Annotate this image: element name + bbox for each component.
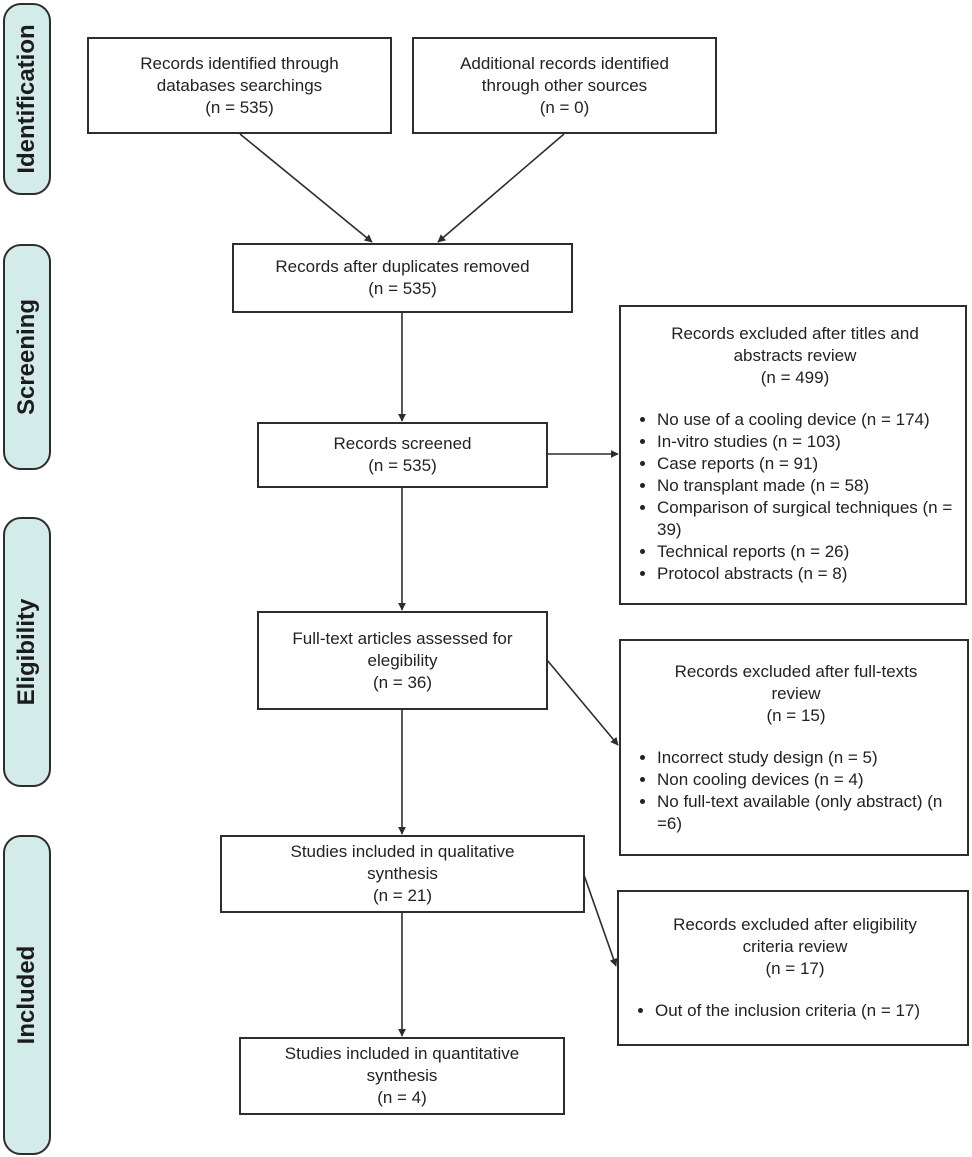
box-records-screened: Records screened (n = 535)	[257, 422, 548, 488]
list-item: No transplant made (n = 58)	[657, 475, 955, 497]
box-database-records: Records identified through databases sea…	[87, 37, 392, 134]
box-excluded-eligibility-criteria: Records excluded after eligibility crite…	[617, 890, 969, 1046]
list-item: No full-text available (only abstract) (…	[657, 791, 957, 835]
stage-screening: Screening	[3, 244, 51, 470]
list-item: In-vitro studies (n = 103)	[657, 431, 955, 453]
list-item: Comparison of surgical techniques (n = 3…	[657, 497, 955, 541]
stage-identification: Identification	[3, 3, 51, 195]
excluded-full-texts-list: Incorrect study design (n = 5) Non cooli…	[635, 747, 957, 835]
box-excluded-full-texts: Records excluded after full-texts review…	[619, 639, 969, 856]
arrow-qualitative-to-excluded	[583, 874, 618, 967]
box-qualitative-synthesis: Studies included in qualitative synthesi…	[220, 835, 585, 913]
box-other-sources: Additional records identified through ot…	[412, 37, 717, 134]
box-quantitative-synthesis: Studies included in quantitative synthes…	[239, 1037, 565, 1115]
stage-included: Included	[3, 835, 51, 1155]
arrow-fulltext-to-excluded	[546, 659, 619, 746]
stage-eligibility: Eligibility	[3, 517, 51, 787]
excluded-eligibility-heading: Records excluded after eligibility crite…	[673, 915, 917, 978]
list-item: Case reports (n = 91)	[657, 453, 955, 475]
list-item: No use of a cooling device (n = 174)	[657, 409, 955, 431]
box-excluded-titles-abstracts: Records excluded after titles and abstra…	[619, 305, 967, 605]
box-duplicates-removed: Records after duplicates removed (n = 53…	[232, 243, 573, 313]
list-item: Protocol abstracts (n = 8)	[657, 563, 955, 585]
box-fulltext-assessed: Full-text articles assessed for elegibil…	[257, 611, 548, 710]
list-item: Incorrect study design (n = 5)	[657, 747, 957, 769]
list-item: Technical reports (n = 26)	[657, 541, 955, 563]
excluded-titles-abstracts-list: No use of a cooling device (n = 174) In-…	[635, 409, 955, 585]
arrow-other-to-duplicates	[437, 133, 565, 243]
excluded-titles-abstracts-heading: Records excluded after titles and abstra…	[671, 324, 919, 387]
excluded-eligibility-list: Out of the inclusion criteria (n = 17)	[633, 1000, 957, 1022]
arrow-db-to-duplicates	[239, 133, 373, 243]
list-item: Non cooling devices (n = 4)	[657, 769, 957, 791]
excluded-full-texts-heading: Records excluded after full-texts review…	[674, 662, 918, 725]
list-item: Out of the inclusion criteria (n = 17)	[655, 1000, 957, 1022]
